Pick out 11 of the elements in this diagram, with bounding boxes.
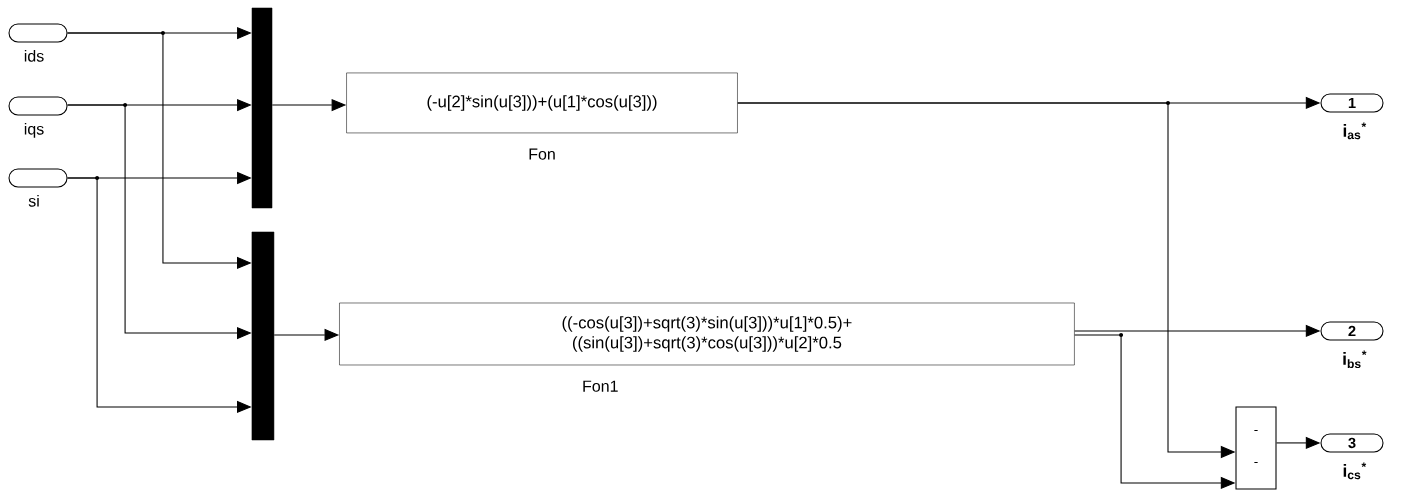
block-name: Fon1	[583, 380, 618, 392]
function-box: (-u[2]*sin(u[3]))+(u[1]*cos(u[3]))	[346, 72, 738, 134]
port-label: iqs	[24, 122, 44, 138]
port-label: i$_{as}$*	[1343, 122, 1367, 140]
block-name: Fon	[529, 148, 555, 160]
port-label: i$_{cs}$*	[1343, 462, 1367, 480]
function-box: ((-cos(u[3])+sqrt(3)*sin(u[3]))*u[1]*0.5)+ ((sin(u[3])+sqrt(3)*cos(u[3]))*u[2]*0.5	[339, 302, 1075, 366]
sum-block: - -	[1235, 406, 1277, 490]
port-label: si	[28, 194, 39, 207]
port-label: i$_{bs}$*	[1343, 350, 1367, 369]
port-label: ids	[24, 50, 44, 62]
